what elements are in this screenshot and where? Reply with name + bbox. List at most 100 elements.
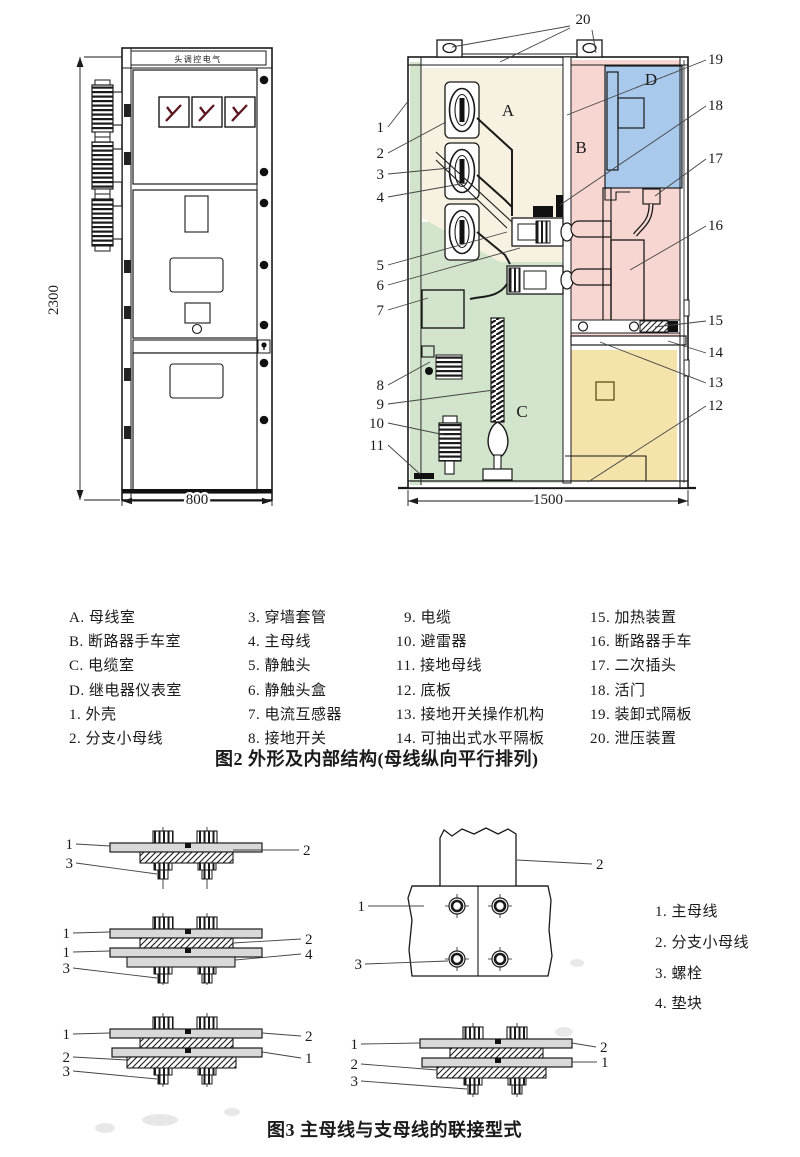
panel-knobs xyxy=(259,75,269,425)
callout-12: 12 xyxy=(708,398,723,414)
callout-20: 20 xyxy=(576,12,591,28)
busbar-joint-a: 1 3 2 xyxy=(66,827,311,889)
lower-contact-box xyxy=(469,265,574,300)
legend-item: 1. 外壳 xyxy=(69,706,117,723)
jb-label-3: 3 xyxy=(63,961,71,977)
legend-item: B. 断路器手车室 xyxy=(69,634,182,651)
legend-item: 1. 主母线 xyxy=(655,904,719,920)
current-transformer xyxy=(421,289,465,329)
legend-item: 3. 穿墙套管 xyxy=(248,610,327,626)
rail-and-heater xyxy=(570,319,681,334)
callout-3: 3 xyxy=(377,167,385,183)
meter-needle-icon xyxy=(165,104,182,122)
legend-item: 4. 垫块 xyxy=(655,996,703,1013)
legend-item: 13. 接地开关操作机构 xyxy=(396,706,545,723)
jb-label-1a: 1 xyxy=(63,926,71,942)
secondary-plug xyxy=(633,188,661,237)
ja-label-1: 1 xyxy=(66,837,74,853)
legend-item: 6. 静触头盒 xyxy=(248,682,327,699)
jt-label-2: 2 xyxy=(596,857,604,873)
legend-item: 19. 装卸式隔板 xyxy=(590,706,693,723)
horizontal-partition xyxy=(570,335,687,346)
jt-label-3: 3 xyxy=(355,957,363,973)
legend-item: 15. 加热装置 xyxy=(590,610,677,626)
jt-label-1: 1 xyxy=(358,899,366,915)
callout-leaders xyxy=(387,25,707,483)
jc-label-1r: 1 xyxy=(305,1051,313,1067)
heater-block xyxy=(639,320,669,333)
callout-19: 19 xyxy=(708,52,723,68)
callout-7: 7 xyxy=(377,303,385,319)
branch-busbars xyxy=(435,117,513,265)
height-dimension: 2300 xyxy=(46,56,122,501)
relay-room-internals xyxy=(606,71,645,171)
legend-item: 9. 电缆 xyxy=(404,610,452,626)
earthing-busbar xyxy=(414,473,434,479)
tee-joint: 2 1 3 xyxy=(355,827,604,977)
callout-8: 8 xyxy=(377,378,385,394)
legend-item: 16. 断路器手车 xyxy=(590,634,693,651)
jc-label-1: 1 xyxy=(63,1027,71,1043)
ja-label-2: 2 xyxy=(303,843,311,859)
earthing-switch xyxy=(421,345,463,380)
region-d-label: D xyxy=(645,70,657,89)
region-b-label: B xyxy=(575,138,586,157)
legend-item: 4. 主母线 xyxy=(248,634,312,651)
jc-label-2r: 2 xyxy=(305,1029,313,1045)
callout-13: 13 xyxy=(708,375,723,391)
surge-arrester xyxy=(438,415,462,475)
legend-item: 14. 可抽出式水平隔板 xyxy=(396,731,545,748)
legend-column-1: A. 母线室 B. 断路器手车室 C. 电缆室 D. 继电器仪表室 1. 外壳 … xyxy=(69,606,182,751)
bottom-plate-opening xyxy=(595,381,615,401)
callout-10: 10 xyxy=(369,416,384,432)
panel-meters xyxy=(158,96,256,128)
door-hinges xyxy=(124,104,131,439)
legend-item: 11. 接地母线 xyxy=(396,658,482,675)
jd-label-1: 1 xyxy=(351,1037,359,1053)
legend-column-4: 15. 加热装置 16. 断路器手车 17. 二次插头 18. 活门 19. 装… xyxy=(590,606,692,751)
jb-label-2: 2 xyxy=(305,932,313,948)
busbar-joint-c: 1 2 3 2 1 xyxy=(63,1013,313,1087)
tee-joint-bolts xyxy=(445,894,512,971)
jb-label-4: 4 xyxy=(305,947,313,963)
meter-needle-icon xyxy=(231,104,248,122)
callout-17: 17 xyxy=(708,151,724,167)
dim-1500: 1500 xyxy=(533,492,563,508)
legend-item: D. 继电器仪表室 xyxy=(69,682,182,699)
meter-needle-icon xyxy=(198,104,215,122)
door-latch xyxy=(257,339,271,354)
legend-item: 2. 分支小母线 xyxy=(655,934,750,951)
callout-4: 4 xyxy=(377,190,385,206)
dim-800: 800 xyxy=(186,492,209,508)
legend-item: C. 电缆室 xyxy=(69,658,135,675)
section-width-dimension: 1500 xyxy=(407,490,689,511)
legend-item: 5. 静触头 xyxy=(248,658,312,675)
callout-1: 1 xyxy=(377,120,385,136)
callout-18: 18 xyxy=(708,98,723,114)
busbar-joint-d: 1 2 3 2 1 xyxy=(351,1023,609,1097)
jd-label-2r: 2 xyxy=(600,1040,608,1056)
section-view-drawing: 1500 A B C D xyxy=(369,12,724,511)
region-letters: A B C D xyxy=(502,70,657,421)
legend-column-2: 3. 穿墙套管 4. 主母线 5. 静触头 6. 静触头盒 7. 电流互感器 8… xyxy=(248,606,342,751)
legend-item: 7. 电流互感器 xyxy=(248,706,343,723)
callout-6: 6 xyxy=(377,278,385,294)
callout-2: 2 xyxy=(377,146,385,162)
side-bushings xyxy=(91,79,123,252)
legend-item: 3. 螺栓 xyxy=(655,965,703,982)
jd-label-2: 2 xyxy=(351,1057,359,1073)
front-view-drawing: 2300 头调控电气 xyxy=(46,47,273,511)
callout-15: 15 xyxy=(708,313,723,329)
shutter-plate xyxy=(556,195,563,217)
region-c-label: C xyxy=(516,402,527,421)
lower-right-room xyxy=(565,350,677,481)
legend-item: 12. 底板 xyxy=(396,682,452,699)
busbar-joint-b: 1 1 3 2 4 xyxy=(63,913,313,985)
breaker-trolley xyxy=(570,187,645,323)
legend-column-3: 9. 电缆 10. 避雷器 11. 接地母线 12. 底板 13. 接地开关操作… xyxy=(396,606,545,751)
callout-numbers: 1 2 3 4 5 6 7 8 9 10 11 20 19 18 17 16 1… xyxy=(369,12,724,454)
scan-artifacts xyxy=(95,959,584,1133)
callout-11: 11 xyxy=(370,438,384,454)
legend-item: A. 母线室 xyxy=(69,610,136,626)
